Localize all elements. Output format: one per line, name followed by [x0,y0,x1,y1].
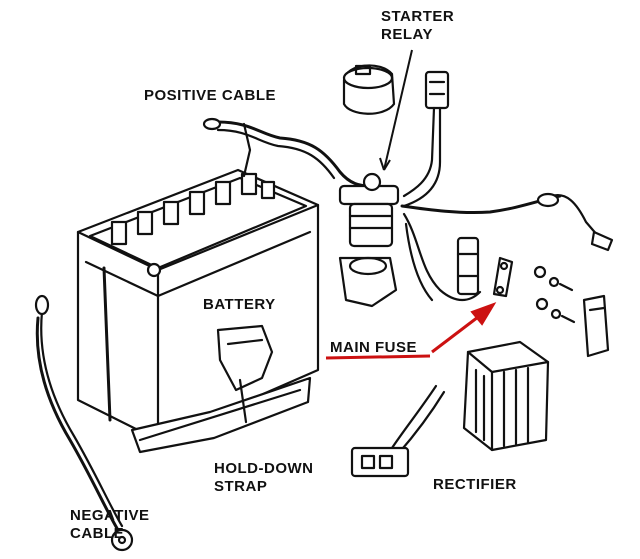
label-positive-cable: POSITIVE CABLE [144,87,277,104]
rectifier [350,340,550,478]
positive-cable [202,117,372,188]
label-starter-relay: STARTER RELAY [381,8,454,44]
main-fuse-assembly [456,236,610,358]
negative-cable [34,294,134,552]
label-negative-cable-line1: NEGATIVE [70,507,150,524]
label-hold-down-strap-line1: HOLD-DOWN [214,460,314,477]
label-hold-down-strap: HOLD-DOWN STRAP [214,460,313,496]
label-negative-cable: NEGATIVE CABLE [70,507,150,543]
battery-terminals [110,172,276,278]
main-fuse-highlight [325,302,497,360]
hold-down-strap [130,324,312,454]
label-rectifier: RECTIFIER [433,476,517,493]
label-starter-relay-line2: RELAY [381,26,433,43]
leader-lines [379,49,413,171]
wire-harness [400,192,614,302]
label-hold-down-strap-line2: STRAP [214,478,268,495]
starter-relay [338,64,450,308]
label-starter-relay-line1: STARTER [381,8,455,25]
label-negative-cable-line2: CABLE [70,525,125,542]
label-battery: BATTERY [203,296,276,313]
label-main-fuse: MAIN FUSE [330,339,417,356]
